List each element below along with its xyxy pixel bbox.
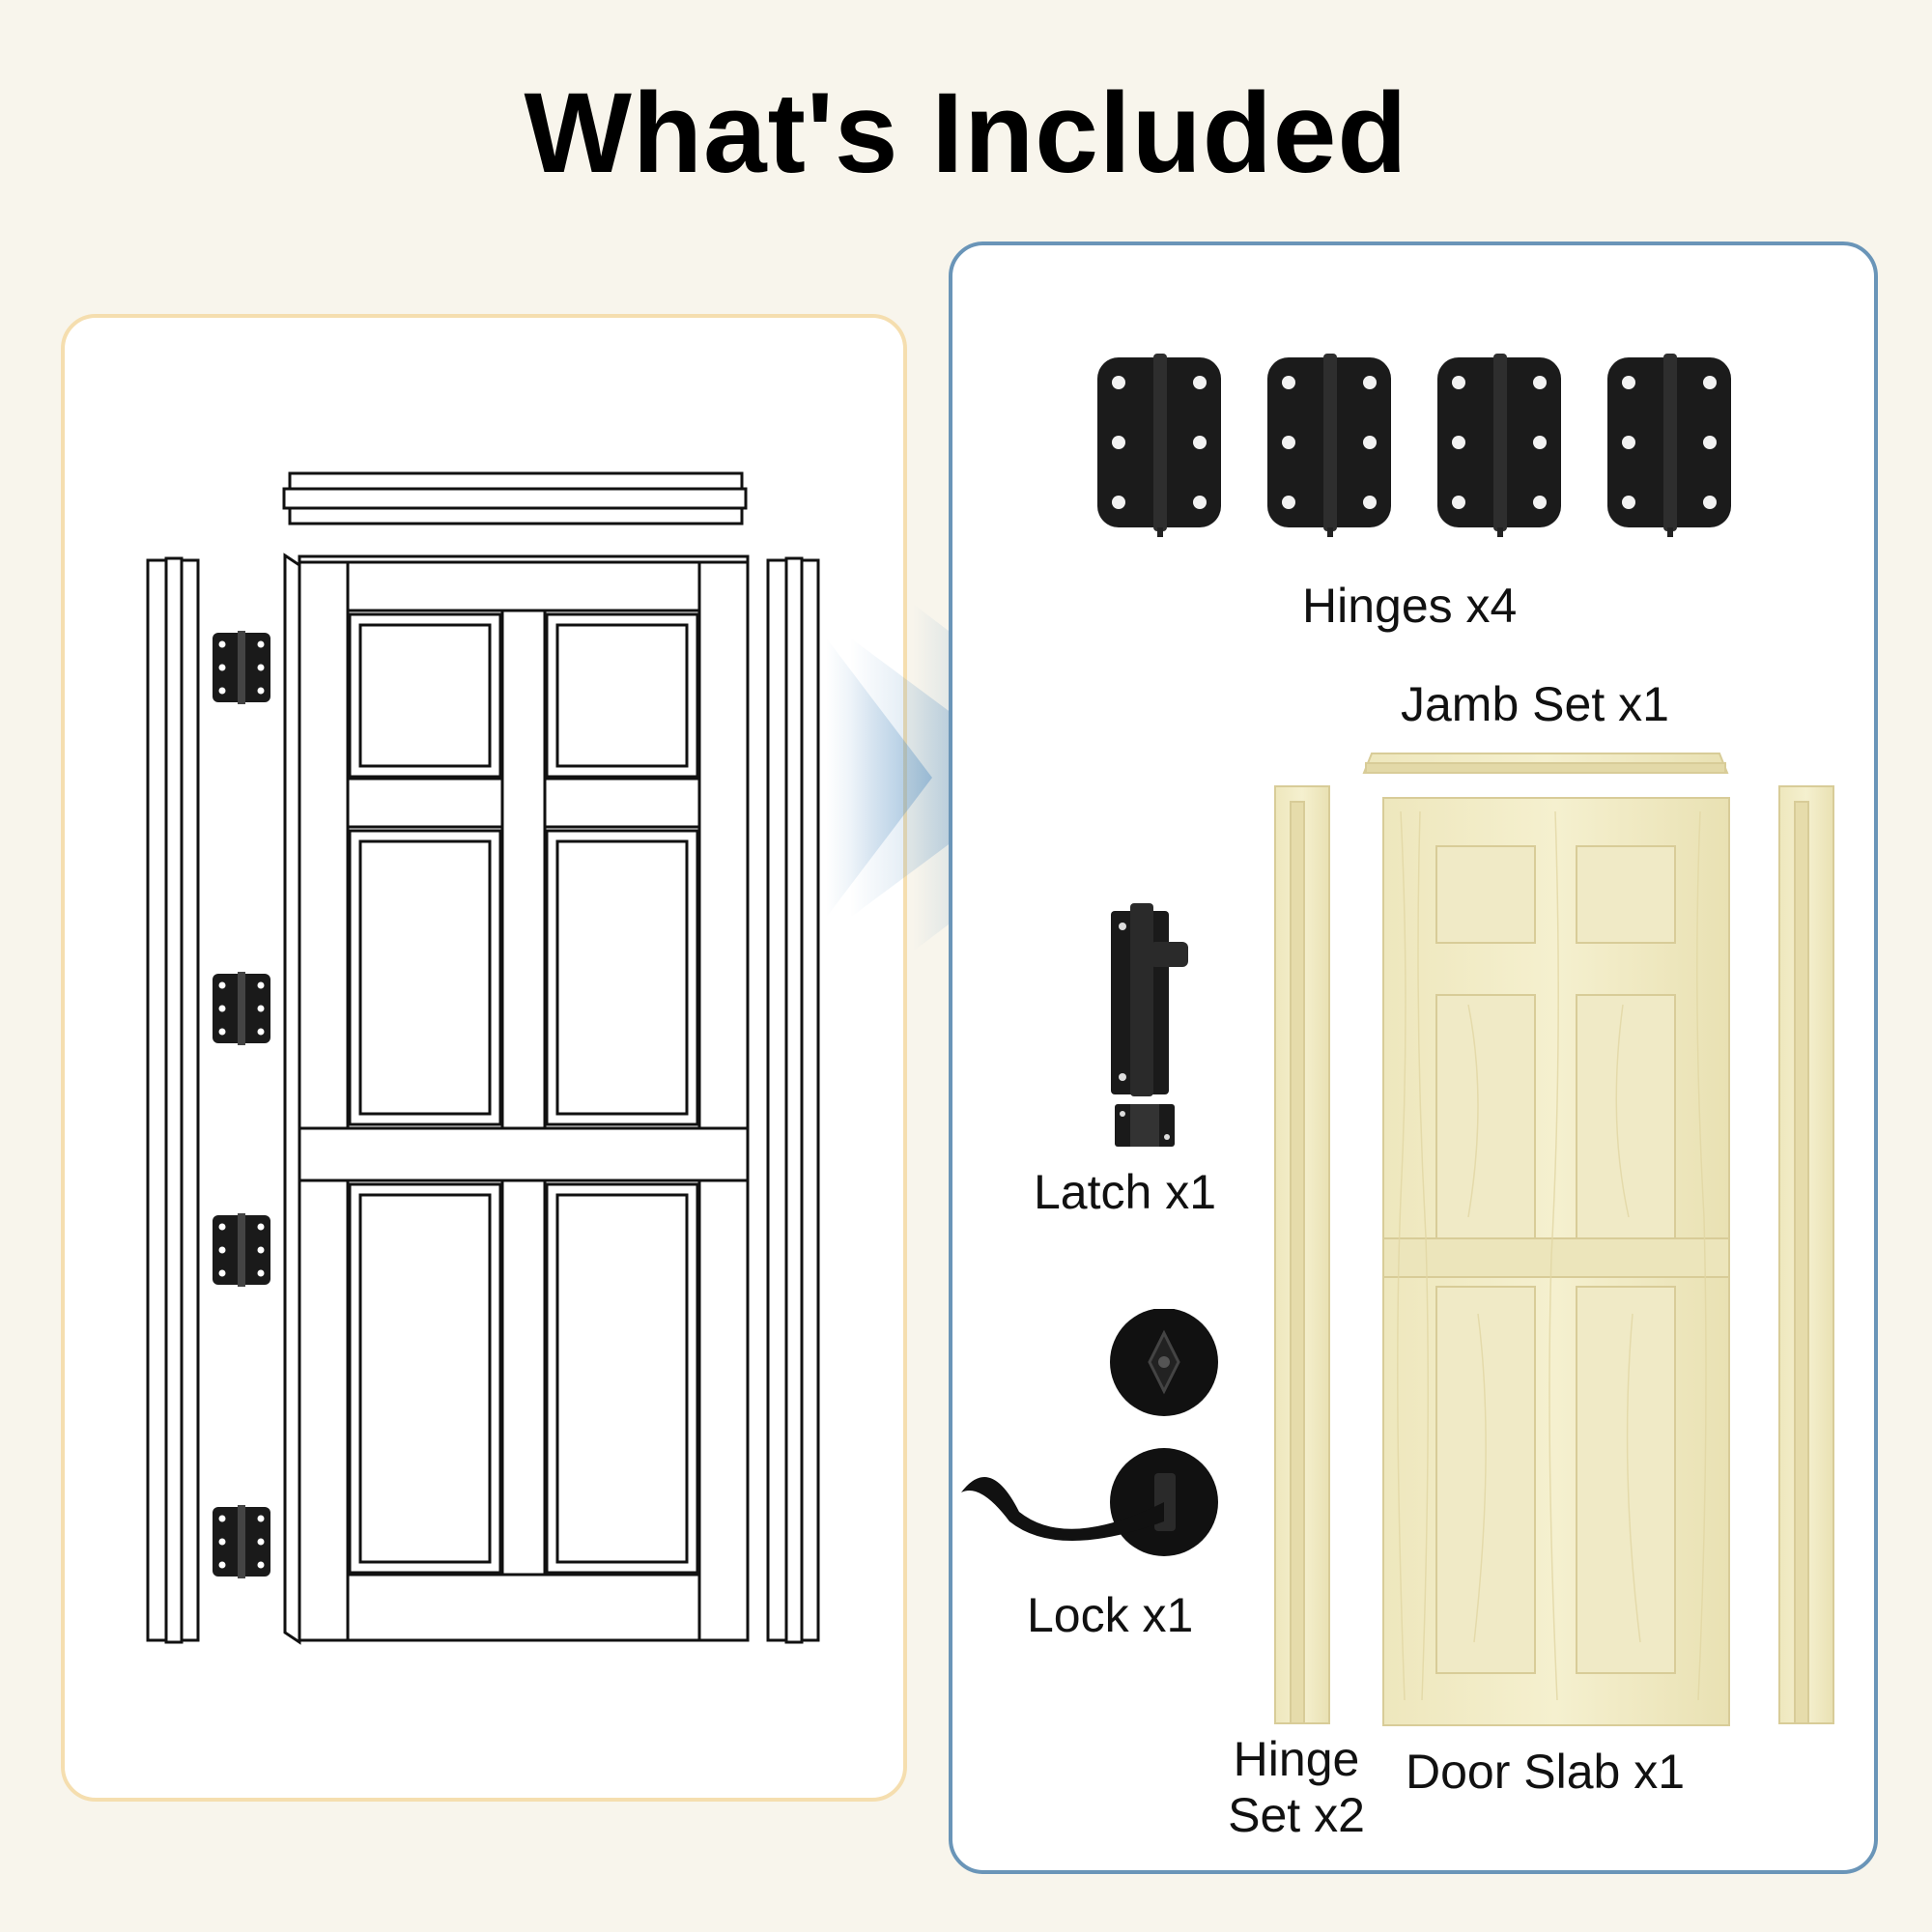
line-jamb-right xyxy=(766,556,820,1644)
hinge-icon xyxy=(1437,354,1561,537)
lock-label: Lock x1 xyxy=(1027,1588,1194,1642)
door-slab xyxy=(1382,797,1730,1726)
hinge-set-label-line2: Set x2 xyxy=(1228,1788,1365,1842)
hinge-icon xyxy=(1607,354,1731,537)
hinges-image xyxy=(1097,354,1731,537)
door-slab-label: Door Slab x1 xyxy=(1406,1745,1686,1799)
line-jamb-top xyxy=(282,471,748,526)
hinge-icon xyxy=(213,1505,270,1578)
line-door xyxy=(283,553,750,1645)
latch-image xyxy=(1111,903,1188,1147)
hinge-set-label-line1: Hinge xyxy=(1233,1732,1360,1786)
jamb-set-label: Jamb Set x1 xyxy=(1401,677,1669,731)
jamb-right-piece xyxy=(1778,785,1834,1724)
jamb-top-piece xyxy=(1362,753,1729,774)
hinge-icon xyxy=(1267,354,1391,537)
hinge-icon xyxy=(213,631,270,704)
hinge-set-label: Hinge Set x2 xyxy=(1219,1731,1374,1843)
wood-grain xyxy=(1397,810,1707,1701)
page-title: What's Included xyxy=(524,70,1408,197)
line-hinges xyxy=(213,631,270,1578)
hinge-icon xyxy=(1097,354,1221,537)
lock-image xyxy=(961,1309,1218,1556)
line-jamb-left xyxy=(146,556,200,1644)
hinge-icon xyxy=(213,1213,270,1287)
hinge-icon xyxy=(213,972,270,1045)
hinges-label: Hinges x4 xyxy=(1302,579,1518,633)
latch-label: Latch x1 xyxy=(1034,1165,1217,1219)
jamb-left-piece xyxy=(1274,785,1330,1724)
